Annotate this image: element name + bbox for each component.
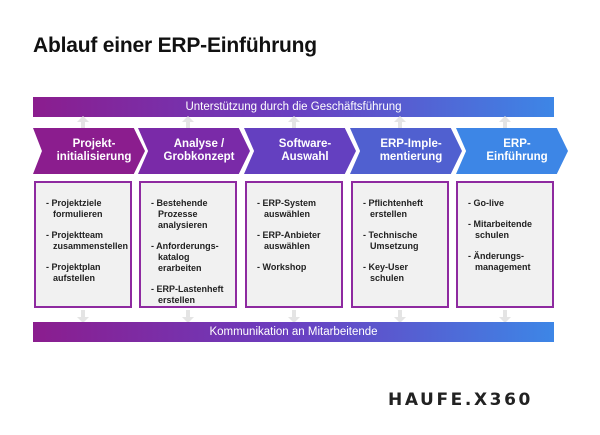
task-list: Pflichtenheft erstellenTechnische Umsetz… — [363, 198, 441, 284]
task-box-4: Pflichtenheft erstellenTechnische Umsetz… — [351, 181, 449, 308]
task-item: Workshop — [257, 262, 335, 273]
task-item: Bestehende Prozesse analysieren — [151, 198, 229, 231]
process-step-3: Software- Auswahl — [244, 128, 356, 174]
down-arrow-icon — [182, 310, 194, 323]
down-arrow-icon — [288, 310, 300, 323]
task-list: Projektziele formulierenProjektteam zusa… — [46, 198, 129, 284]
up-arrow-icon — [499, 116, 511, 128]
down-arrow-icon — [77, 310, 89, 323]
task-item: Projektplan aufstellen — [46, 262, 124, 284]
task-item: Key-User schulen — [363, 262, 441, 284]
process-step-label: Analyse / Grobkonzept — [163, 138, 235, 163]
task-list: Bestehende Prozesse analysierenAnforderu… — [151, 198, 229, 306]
process-step-label: ERP- Einführung — [486, 138, 548, 163]
process-step-label: Projekt- initialisierung — [56, 138, 132, 163]
process-steps: Projekt- initialisierung Analyse / Grobko… — [33, 128, 573, 174]
logo-graphic: HAUFE.X360 — [388, 390, 533, 410]
task-list: ERP-System auswählenERP-Anbieter auswähl… — [257, 198, 335, 273]
logo-text: HAUFE.X360 — [388, 390, 533, 409]
up-arrow-icon — [77, 116, 89, 128]
task-box-3: ERP-System auswählenERP-Anbieter auswähl… — [245, 181, 343, 308]
task-item: Projektteam zusammenstellen — [46, 230, 129, 252]
task-item: Go-live — [468, 198, 546, 209]
task-item: Änderungs- management — [468, 251, 546, 273]
management-support-bar: Unterstützung durch die Geschäftsführung — [33, 97, 554, 117]
task-box-2: Bestehende Prozesse analysierenAnforderu… — [139, 181, 237, 308]
task-list: Go-liveMitarbeitende schulenÄnderungs- m… — [468, 198, 546, 273]
task-item: ERP-Anbieter auswählen — [257, 230, 335, 252]
process-step-label: Software- Auswahl — [278, 138, 332, 163]
task-box-1: Projektziele formulierenProjektteam zusa… — [34, 181, 132, 308]
down-arrow-icon — [499, 310, 511, 323]
process-step-1: Projekt- initialisierung — [33, 128, 145, 174]
down-arrow-icon — [394, 310, 406, 323]
process-step-2: Analyse / Grobkonzept — [138, 128, 250, 174]
diagram-title: Ablauf einer ERP-Einführung — [33, 34, 317, 57]
process-step-4: ERP-Imple- mentierung — [350, 128, 462, 174]
task-item: Mitarbeitende schulen — [468, 219, 546, 241]
up-arrow-icon — [394, 116, 406, 128]
task-item: Projektziele formulieren — [46, 198, 124, 220]
employee-communication-bar: Kommunikation an Mitarbeitende — [33, 322, 554, 342]
process-step-label: ERP-Imple- mentierung — [379, 138, 443, 163]
task-item: Pflichtenheft erstellen — [363, 198, 441, 220]
up-arrow-icon — [288, 116, 300, 128]
task-item: Technische Umsetzung — [363, 230, 441, 252]
task-item: ERP-Lastenheft erstellen — [151, 284, 229, 306]
task-box-5: Go-liveMitarbeitende schulenÄnderungs- m… — [456, 181, 554, 308]
task-item: Anforderungs- katalog erarbeiten — [151, 241, 229, 274]
up-arrow-icon — [182, 116, 194, 128]
task-item: ERP-System auswählen — [257, 198, 335, 220]
process-step-5: ERP- Einführung — [456, 128, 568, 174]
haufe-x360-logo: HAUFE.X360 — [388, 389, 566, 414]
